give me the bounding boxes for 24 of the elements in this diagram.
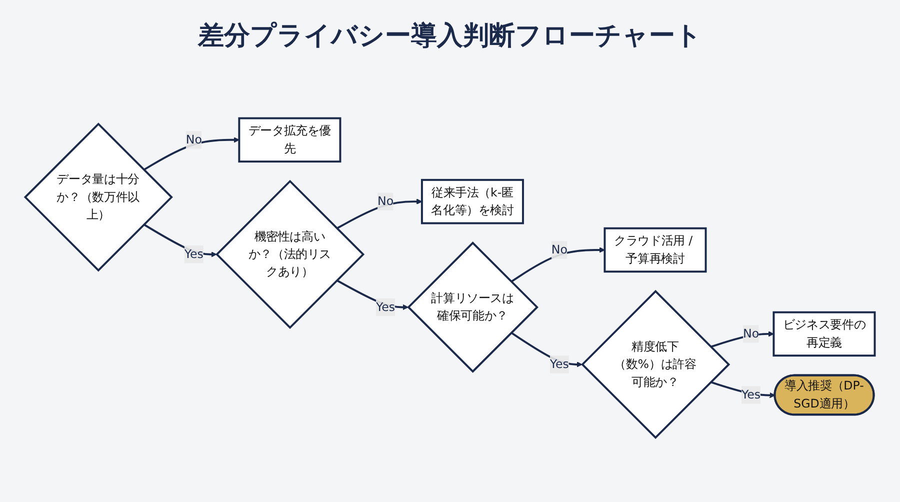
arrow: [510, 332, 582, 368]
arrow: [143, 224, 217, 258]
edge-label: Yes: [550, 358, 569, 372]
arrow: [336, 198, 422, 230]
arrow: [336, 280, 408, 310]
edge-label: No: [551, 243, 568, 257]
arrow: [710, 331, 774, 348]
node-diamond: 精度低下（数%）は許容可能か？: [581, 290, 730, 440]
arrow: [510, 247, 605, 283]
edge-label: No: [743, 327, 760, 341]
edge-label: Yes: [742, 388, 761, 402]
edge-label: No: [186, 133, 202, 147]
node-box: ビジネス要件の再定義: [772, 311, 876, 357]
arrow: [143, 137, 240, 171]
node-box: 従来手法（k-匿名化等）を検討: [420, 179, 524, 224]
node-diamond: データ量は十分か？（数万件以上）: [24, 122, 173, 272]
node-box: データ拡充を優先: [238, 117, 342, 163]
node-diamond: 計算リソースは確保可能か？: [407, 242, 538, 373]
edge-label: Yes: [376, 300, 396, 314]
edge-label: Yes: [184, 248, 204, 262]
node-diamond: 機密性は高いか？（法的リスクあり）: [215, 180, 365, 329]
node-box: クラウド活用 / 予算再検討: [604, 227, 707, 273]
title: 差分プライバシー導入判断フローチャート: [196, 20, 703, 53]
edge-label: No: [377, 194, 394, 209]
